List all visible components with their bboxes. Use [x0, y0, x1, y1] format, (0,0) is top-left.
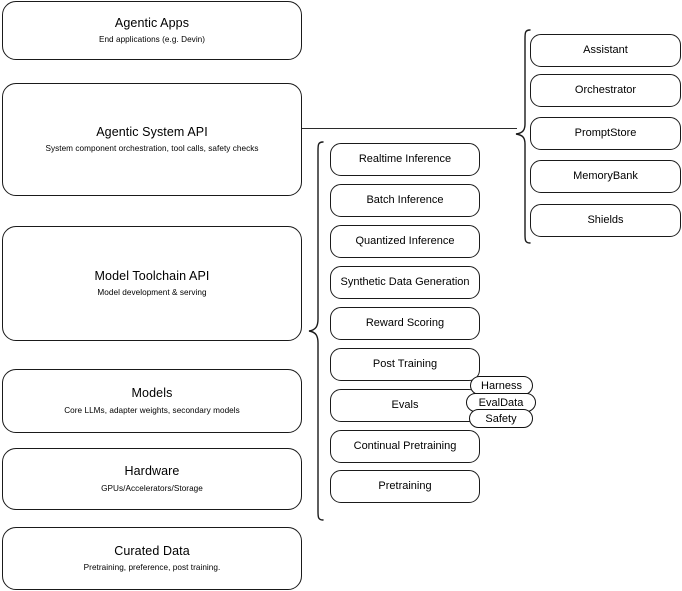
component-orchestrator[interactable]: Orchestrator — [530, 74, 681, 107]
badge-label: Safety — [485, 412, 517, 425]
layer-title: Agentic System API — [96, 124, 208, 139]
capability-realtime-inference[interactable]: Realtime Inference — [330, 143, 480, 176]
layer-subtitle: End applications (e.g. Devin) — [98, 35, 206, 45]
capability-label: Batch Inference — [366, 193, 444, 206]
capability-label: Post Training — [372, 357, 438, 370]
component-label: Assistant — [583, 43, 628, 56]
layer-subtitle: Pretraining, preference, post training. — [83, 563, 221, 573]
capability-label: Realtime Inference — [358, 152, 452, 165]
layer-curated-data[interactable]: Curated Data Pretraining, preference, po… — [2, 527, 302, 590]
badge-safety[interactable]: Safety — [469, 409, 533, 428]
badge-label: Harness — [481, 379, 522, 392]
layer-agentic-system-api[interactable]: Agentic System API System component orch… — [2, 83, 302, 196]
capability-label: Reward Scoring — [365, 316, 445, 329]
layer-subtitle: Core LLMs, adapter weights, secondary mo… — [64, 405, 240, 415]
component-promptstore[interactable]: PromptStore — [530, 117, 681, 150]
layer-title: Hardware — [124, 464, 180, 479]
layer-subtitle: System component orchestration, tool cal… — [45, 144, 259, 154]
capability-synthetic-data-generation[interactable]: Synthetic Data Generation — [330, 266, 480, 299]
layer-subtitle: Model development & serving — [97, 288, 207, 298]
layer-subtitle: GPUs/Accelerators/Storage — [101, 483, 203, 493]
layer-agentic-apps[interactable]: Agentic Apps End applications (e.g. Devi… — [2, 1, 302, 60]
capability-post-training[interactable]: Post Training — [330, 348, 480, 381]
capability-reward-scoring[interactable]: Reward Scoring — [330, 307, 480, 340]
capability-label: Quantized Inference — [355, 234, 455, 247]
component-label: Orchestrator — [574, 83, 637, 96]
layer-title: Curated Data — [114, 543, 190, 558]
layer-model-toolchain-api[interactable]: Model Toolchain API Model development & … — [2, 226, 302, 341]
layer-title: Models — [131, 386, 173, 401]
badge-evaldata[interactable]: EvalData — [466, 393, 536, 412]
capability-continual-pretraining[interactable]: Continual Pretraining — [330, 430, 480, 463]
layer-title: Model Toolchain API — [94, 268, 210, 283]
capability-evals[interactable]: Evals — [330, 389, 480, 422]
component-label: Shields — [587, 213, 624, 226]
capability-label: Continual Pretraining — [353, 439, 457, 452]
component-label: MemoryBank — [573, 169, 638, 182]
component-assistant[interactable]: Assistant — [530, 34, 681, 67]
badge-label: EvalData — [478, 396, 524, 409]
connector-line-system-api — [302, 128, 517, 129]
capability-quantized-inference[interactable]: Quantized Inference — [330, 225, 480, 258]
brace-system-components — [515, 29, 531, 244]
capability-batch-inference[interactable]: Batch Inference — [330, 184, 480, 217]
brace-toolchain — [308, 141, 324, 521]
layer-title: Agentic Apps — [114, 15, 190, 30]
capability-label: Evals — [391, 398, 419, 411]
layer-models[interactable]: Models Core LLMs, adapter weights, secon… — [2, 369, 302, 433]
component-memorybank[interactable]: MemoryBank — [530, 160, 681, 193]
component-shields[interactable]: Shields — [530, 204, 681, 237]
capability-label: Pretraining — [378, 479, 432, 492]
capability-label: Synthetic Data Generation — [340, 275, 470, 288]
component-label: PromptStore — [574, 126, 637, 139]
capability-pretraining[interactable]: Pretraining — [330, 470, 480, 503]
layer-hardware[interactable]: Hardware GPUs/Accelerators/Storage — [2, 448, 302, 510]
